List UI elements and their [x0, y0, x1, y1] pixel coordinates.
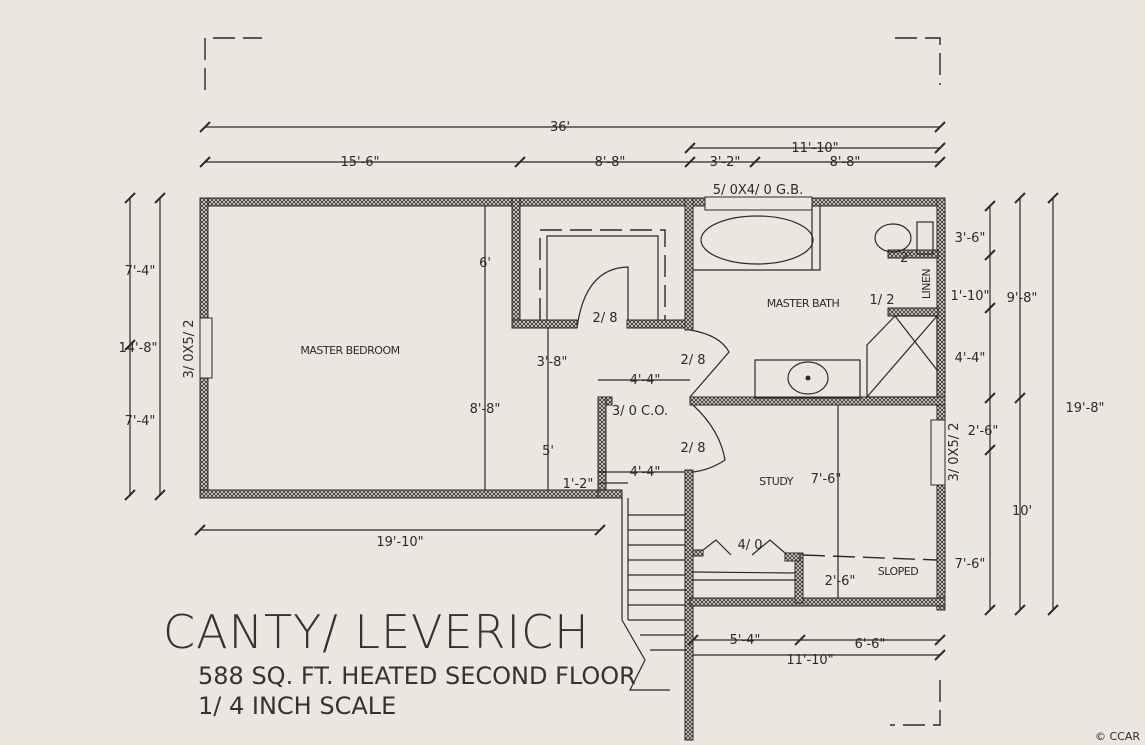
sheet-frame — [204, 37, 941, 726]
window-top-label: 5/ 0X4/ 0 G.B. — [713, 183, 803, 198]
dim-right-b: 1'-10" — [950, 289, 989, 304]
fixtures — [539, 206, 938, 691]
dim-right-c: 4'-4" — [955, 351, 986, 366]
project-title: CANTY/ LEVERICH — [163, 605, 590, 659]
dim-left-bottom: 7'-4" — [125, 414, 156, 429]
dim-bedroom-width: 15'-6" — [340, 155, 379, 170]
room-study: STUDY — [759, 475, 794, 488]
toilet — [874, 223, 912, 253]
room-master-bath: MASTER BATH — [767, 297, 840, 310]
hall-closet-label: 3/ 0 C.O. — [612, 404, 668, 419]
title-block: CANTY/ LEVERICH 588 SQ. FT. HEATED SECON… — [163, 605, 636, 720]
project-subtitle: 588 SQ. FT. HEATED SECOND FLOOR — [198, 662, 636, 690]
room-master-bedroom: MASTER BEDROOM — [300, 344, 399, 357]
room-linen: LINEN — [920, 269, 933, 300]
dim-hall-w1: 4'-4" — [630, 373, 661, 388]
dim-bath-a: 3'-2" — [710, 155, 741, 170]
shower — [866, 315, 938, 398]
window-right-label: 3/ 0X5/ 2 — [947, 422, 962, 481]
window-left-label: 3/ 0X5/ 2 — [182, 319, 197, 378]
dim-closet-depth: 6' — [479, 256, 491, 271]
room-labels: MASTER BEDROOM MASTER BATH STUDY SLOPED … — [182, 183, 962, 578]
bathtub — [700, 215, 814, 265]
dim-right-d: 2'-6" — [968, 424, 999, 439]
dim-hall-w2: 4'-4" — [630, 465, 661, 480]
label-sloped: SLOPED — [878, 565, 918, 578]
dim-linen-width: 2' — [900, 251, 912, 266]
linen-door-label: 1/ 2 — [869, 293, 894, 308]
dimension-lines — [129, 126, 1054, 656]
dim-closet-width: 8'-8" — [595, 155, 626, 170]
dim-study-bottom-a: 5'-4" — [730, 633, 761, 648]
dimension-labels: 36' 11'-10" 15'-6" 8'-8" 3'-2" 8'-8" 7'-… — [118, 120, 1104, 668]
dim-right-total: 19'-8" — [1065, 401, 1104, 416]
study-door-label: 2/ 8 — [680, 441, 705, 456]
dim-hall-small: 1'-2" — [563, 477, 594, 492]
dim-overall-width: 36' — [550, 120, 570, 135]
dim-hall-b: 8'-8" — [470, 402, 501, 417]
project-scale: 1/ 4 INCH SCALE — [198, 692, 396, 720]
dimension-ticks — [124, 121, 1059, 661]
closet-door-label: 2/ 8 — [592, 311, 617, 326]
dim-bath-width: 11'-10" — [791, 141, 838, 156]
dim-hall-c: 5' — [542, 444, 554, 459]
dim-left-top: 7'-4" — [125, 264, 156, 279]
dim-hall-a: 3'-8" — [537, 355, 568, 370]
dim-study-bottom-total: 11'-10" — [786, 653, 833, 668]
dim-right-e: 7'-6" — [955, 557, 986, 572]
dim-right-a: 3'-6" — [955, 231, 986, 246]
watermark: © CCAR — [1095, 730, 1140, 743]
dim-bedroom-bottom: 19'-10" — [376, 535, 423, 550]
dim-study-sloped: 2'-6" — [825, 574, 856, 589]
bath-door-label: 2/ 8 — [680, 353, 705, 368]
dim-right-f: 9'-8" — [1007, 291, 1038, 306]
study-closet-label: 4/ 0 — [737, 538, 762, 553]
dim-study-bottom-b: 6'-6" — [855, 637, 886, 652]
dim-study-height: 7'-6" — [811, 472, 842, 487]
windows — [199, 196, 946, 486]
vanity — [754, 359, 861, 399]
dim-right-g: 10' — [1012, 504, 1032, 519]
dim-bath-b: 8'-8" — [830, 155, 861, 170]
dim-left-total: 14'-8" — [118, 341, 157, 356]
